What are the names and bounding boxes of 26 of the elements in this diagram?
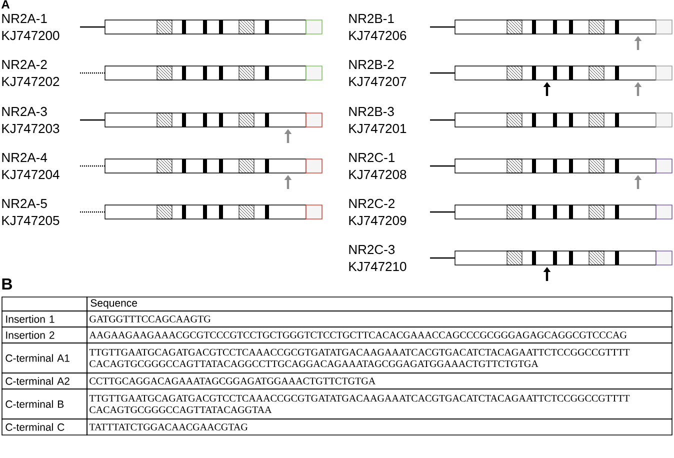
gene-label: NR2C-3 KJ747210: [349, 244, 406, 272]
table-cell: TTGTTGAATGCAGATGACGTCCTCAAACCGCGTGATATGACAAGAAATCACGTGACATCTACAGAATTCTCCGGCCGTTTT CACAGTGCGGGCCAGTTATACAGGCCTTGCAGGACAGAAATAGCGGAGATGGAAACTGTTCTGTGA: [86, 342, 672, 374]
table-cell: AAGAAGAAGAAACGCGTCCCGTCCTGCTGGGTCTCCTGCTTCACACGAAACCAGCCCGCGGGAGAGCAGGCGTCCCAG: [86, 326, 672, 344]
gene-label: NR2C-1 KJ747208: [349, 152, 406, 180]
table-cell: C-terminal B: [2, 388, 88, 420]
gene-label: NR2B-1 KJ747206: [349, 14, 406, 40]
gene-label: NR2A-3 KJ747203: [2, 106, 60, 134]
panel-letter: A: [2, 0, 10, 8]
gene-label: NR2A-4 KJ747204: [2, 152, 60, 180]
table-cell: TTGTTGAATGCAGATGACGTCCTCAAACCGCGTGATATGACAAGAAATCACGTGACATCTACAGAATTCTCCGGCCGTTTT CACAGTGCGGGCCAGTTATACAGGTAA: [86, 388, 672, 420]
table-cell: C-terminal A1: [2, 342, 88, 374]
gene-label: NR2A-2 KJ747202: [2, 60, 60, 86]
table-cell: GATGGTTTCCAGCAAGTG: [86, 310, 672, 328]
table-cell: Insertion 2: [2, 326, 88, 344]
table-cell: Sequence: [86, 296, 672, 312]
table-cell: C-terminal A2: [2, 372, 88, 390]
table-cell: C-terminal C: [2, 418, 88, 436]
table-cell: CCTTGCAGGACAGAAATAGCGGAGATGGAAACTGTTCTGTGA: [86, 372, 672, 390]
panel-letter: B: [2, 278, 12, 290]
gene-label: NR2A-5 KJ747205: [2, 198, 60, 226]
gene-label: NR2B-2 KJ747207: [349, 60, 406, 86]
gene-label: NR2B-3 KJ747201: [349, 106, 406, 134]
gene-label: NR2C-2 KJ747209: [349, 198, 406, 226]
table-cell: Insertion 1: [2, 310, 88, 328]
gene-label: NR2A-1 KJ747200: [2, 14, 60, 40]
table-cell: TATTTATCTGGACAACGAACGTAG: [86, 418, 672, 436]
